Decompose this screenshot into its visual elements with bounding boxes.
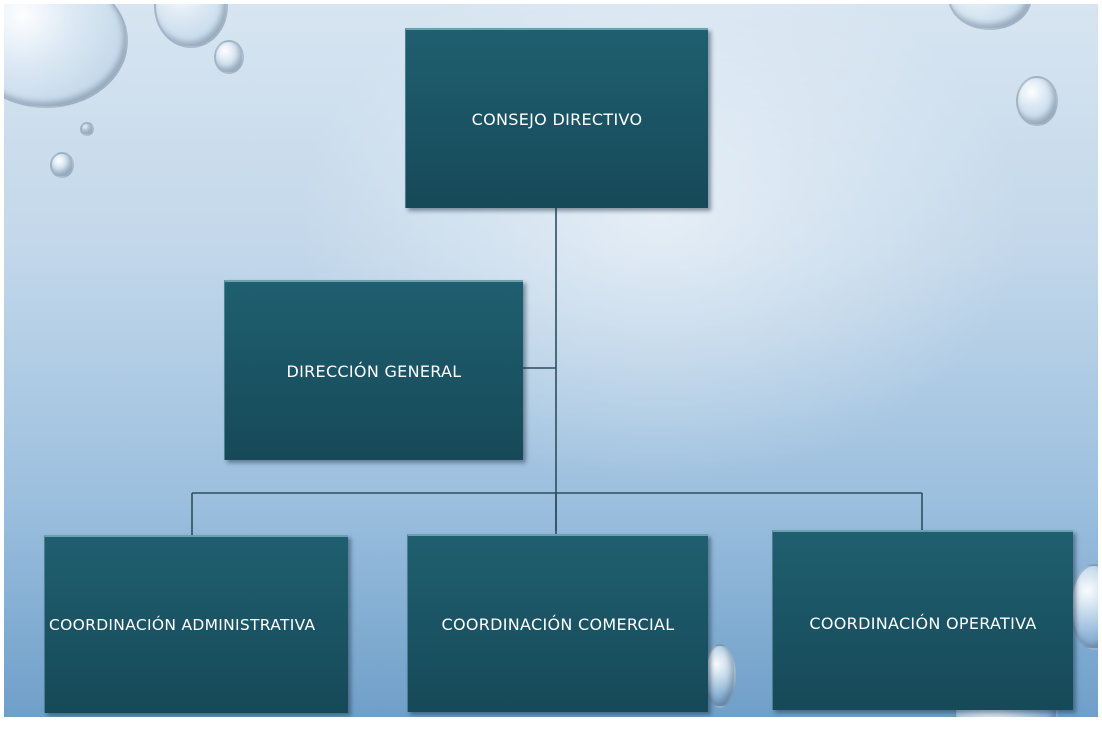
water-drop-decoration bbox=[214, 40, 244, 74]
node-coordinacion-operativa: COORDINACIÓN OPERATIVA bbox=[772, 530, 1073, 710]
node-label: CONSEJO DIRECTIVO bbox=[471, 109, 643, 129]
water-drop-decoration bbox=[1016, 76, 1058, 126]
node-label: COORDINACIÓN OPERATIVA bbox=[809, 614, 1037, 633]
water-drop-decoration bbox=[50, 152, 74, 178]
node-label: DIRECCIÓN GENERAL bbox=[286, 361, 462, 381]
node-direccion-general: DIRECCIÓN GENERAL bbox=[224, 280, 523, 460]
node-coordinacion-administrativa: COORDINACIÓN ADMINISTRATIVA bbox=[44, 535, 348, 713]
node-label: COORDINACIÓN COMERCIAL bbox=[441, 614, 675, 634]
water-drop-decoration bbox=[80, 122, 94, 136]
org-chart-slide: CONSEJO DIRECTIVO DIRECCIÓN GENERAL COOR… bbox=[4, 4, 1098, 717]
connector-lines bbox=[191, 206, 923, 536]
node-coordinacion-comercial: COORDINACIÓN COMERCIAL bbox=[407, 534, 708, 712]
node-consejo-directivo: CONSEJO DIRECTIVO bbox=[405, 28, 708, 208]
node-label: COORDINACIÓN ADMINISTRATIVA bbox=[49, 616, 316, 634]
